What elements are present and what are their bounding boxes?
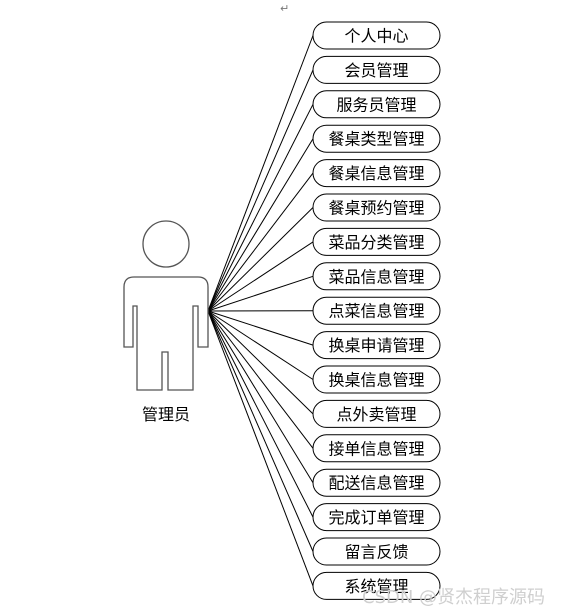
use-case-list: 个人中心会员管理服务员管理餐桌类型管理餐桌信息管理餐桌预约管理菜品分类管理菜品信… <box>312 21 441 600</box>
actor-label: 管理员 <box>142 405 190 424</box>
association-line <box>207 207 314 312</box>
use-case: 点菜信息管理 <box>312 296 441 325</box>
use-case: 餐桌信息管理 <box>312 159 441 188</box>
use-case-label: 换桌申请管理 <box>328 336 424 355</box>
actor-head <box>142 220 190 268</box>
use-case-label: 留言反馈 <box>344 543 408 562</box>
paragraph-mark: ↵ <box>280 2 290 15</box>
use-case: 菜品分类管理 <box>312 227 441 256</box>
use-case-label: 服务员管理 <box>336 95 416 114</box>
use-case: 点外卖管理 <box>312 399 441 428</box>
use-case-label: 点外卖管理 <box>336 405 416 424</box>
association-line <box>207 310 314 449</box>
association-line <box>207 310 314 346</box>
use-case-box <box>312 365 441 394</box>
use-case: 会员管理 <box>312 55 441 84</box>
use-case-label: 菜品信息管理 <box>328 267 424 286</box>
association-line <box>207 310 314 518</box>
use-case-label: 餐桌预约管理 <box>328 199 424 218</box>
use-case-box <box>312 159 441 188</box>
association-line <box>207 310 314 415</box>
use-case-box <box>312 227 441 256</box>
use-case: 餐桌类型管理 <box>312 124 441 153</box>
association-line <box>207 69 314 312</box>
use-case: 接单信息管理 <box>312 434 441 463</box>
use-case-label: 菜品分类管理 <box>328 233 424 252</box>
association-lines <box>207 35 314 587</box>
use-case: 完成订单管理 <box>312 503 441 532</box>
use-case: 系统管理 <box>312 571 441 600</box>
use-case-box <box>312 399 441 428</box>
association-line <box>207 104 314 312</box>
use-case-box <box>312 262 441 291</box>
use-case: 换桌申请管理 <box>312 331 441 360</box>
use-case-box <box>312 124 441 153</box>
use-case-label: 接单信息管理 <box>328 439 424 458</box>
association-line <box>207 310 314 587</box>
association-line <box>207 172 314 312</box>
use-case-label: 系统管理 <box>344 577 408 596</box>
association-line <box>207 138 314 312</box>
use-case: 配送信息管理 <box>312 468 441 497</box>
use-case-label: 完成订单管理 <box>328 508 424 527</box>
use-case-label: 会员管理 <box>344 61 408 80</box>
use-case: 留言反馈 <box>312 537 441 566</box>
use-case-label: 餐桌信息管理 <box>328 164 424 183</box>
use-case: 菜品信息管理 <box>312 262 441 291</box>
use-case-box <box>312 296 441 325</box>
use-case-label: 配送信息管理 <box>328 474 424 493</box>
use-case-box <box>312 55 441 84</box>
use-case-box <box>312 21 441 50</box>
use-case-box <box>312 503 441 532</box>
use-case-box <box>312 537 441 566</box>
use-case-box <box>312 193 441 222</box>
watermark: CSDN @贤杰程序源码 <box>362 587 546 608</box>
use-case: 换桌信息管理 <box>312 365 441 394</box>
use-case: 服务员管理 <box>312 90 441 119</box>
association-line <box>207 275 314 312</box>
use-case-label: 点菜信息管理 <box>328 302 424 321</box>
actor-figure <box>123 220 209 391</box>
use-case-box <box>312 571 441 600</box>
association-line <box>207 35 314 312</box>
use-case-box <box>312 90 441 119</box>
use-case: 个人中心 <box>312 21 441 50</box>
use-case-box <box>312 434 441 463</box>
association-line <box>207 310 314 483</box>
association-line <box>207 310 314 552</box>
association-line <box>207 310 314 380</box>
actor-body <box>123 276 209 391</box>
association-line <box>207 241 314 312</box>
use-case-box <box>312 331 441 360</box>
use-case-label: 换桌信息管理 <box>328 371 424 390</box>
use-case-label: 餐桌类型管理 <box>328 130 424 149</box>
use-case-box <box>312 468 441 497</box>
use-case-label: 个人中心 <box>344 27 408 46</box>
use-case: 餐桌预约管理 <box>312 193 441 222</box>
